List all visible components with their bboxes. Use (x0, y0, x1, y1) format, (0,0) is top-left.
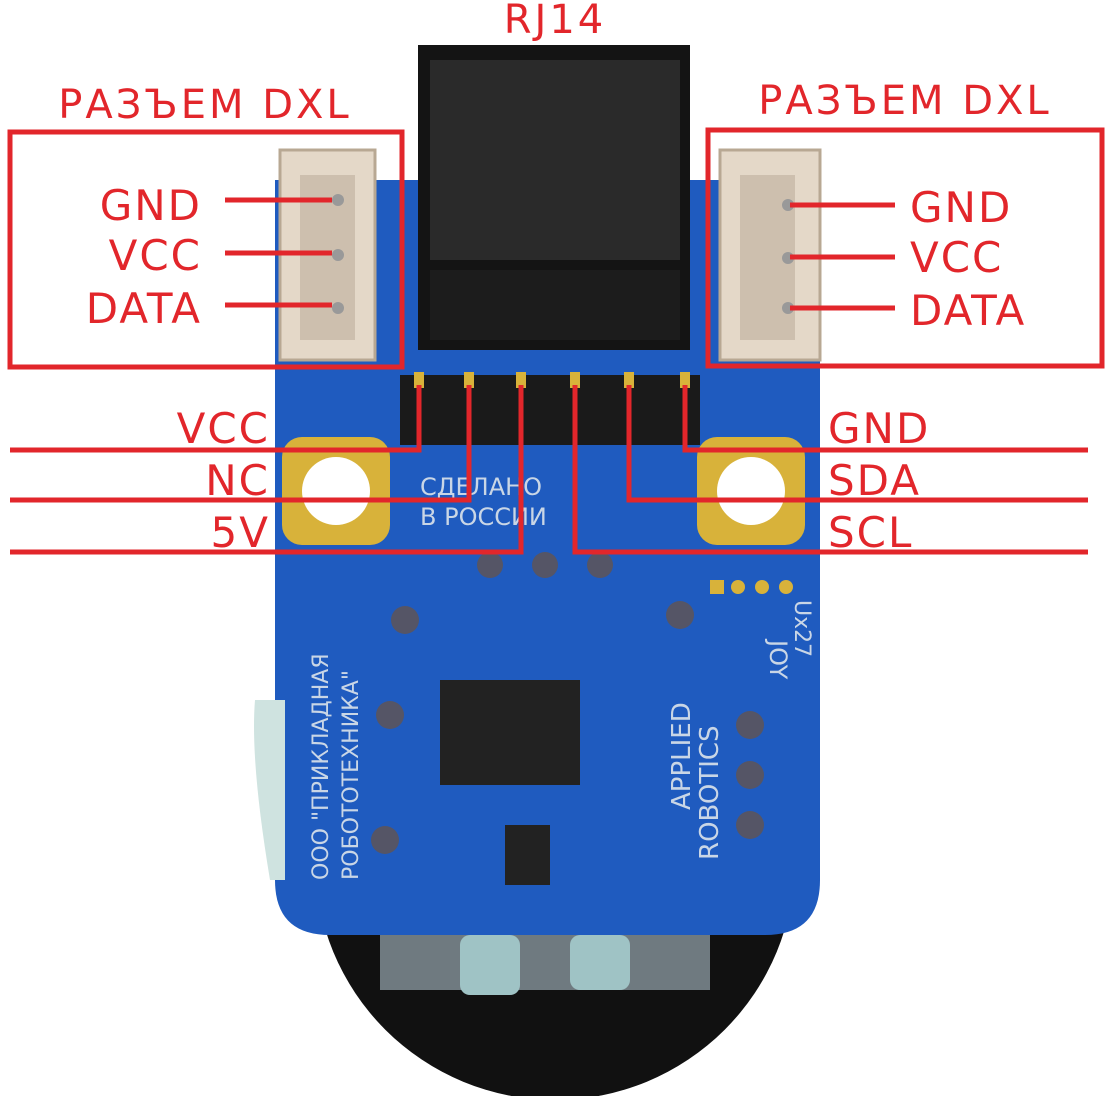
silk-company-1: ООО "ПРИКЛАДНАЯ (309, 653, 334, 880)
silk-brand-1: APPLIED (667, 702, 697, 810)
header-pin-nc: NC (205, 456, 270, 505)
header-pin-sda: SDA (828, 456, 921, 505)
silk-company-2: РОБОТОТЕХНИКА" (339, 670, 364, 880)
mounting-hole-left (282, 437, 390, 545)
pin-header (400, 372, 700, 445)
header-pin-vcc: VCC (177, 404, 270, 453)
left-pin-vcc: VCC (109, 231, 202, 280)
encoder-bracket (380, 930, 710, 990)
rj14-socket (418, 45, 690, 350)
header-pin-scl: SCL (828, 508, 913, 557)
header-pin-gnd: GND (828, 404, 930, 453)
silk-joy: JOY (764, 638, 792, 680)
joy-pads (710, 580, 793, 594)
left-pin-gnd: GND (100, 181, 202, 230)
silk-made-in-2: В РОССИИ (420, 503, 547, 531)
right-pin-data: DATA (910, 286, 1026, 335)
side-part (254, 700, 285, 880)
left-connector-box (7, 129, 405, 370)
vias (371, 552, 764, 854)
right-connector-title: РАЗЪЕМ DXL (758, 78, 1051, 124)
silk-brand-2: ROBOTICS (695, 725, 725, 860)
regulator-chip (505, 825, 550, 885)
main-chip (440, 680, 580, 785)
left-pin-data: DATA (86, 284, 202, 333)
silk-part: Ux27 (789, 600, 814, 657)
silk-made-in-1: СДЕЛАНО (420, 473, 542, 501)
right-pin-gnd: GND (910, 183, 1012, 232)
header-pin-5v: 5V (211, 508, 270, 557)
left-connector-title: РАЗЪЕМ DXL (58, 82, 351, 128)
mounting-hole-right (697, 437, 805, 545)
right-connector-box (705, 127, 1105, 369)
right-pin-vcc: VCC (910, 233, 1003, 282)
rj14-title: RJ14 (504, 0, 607, 43)
